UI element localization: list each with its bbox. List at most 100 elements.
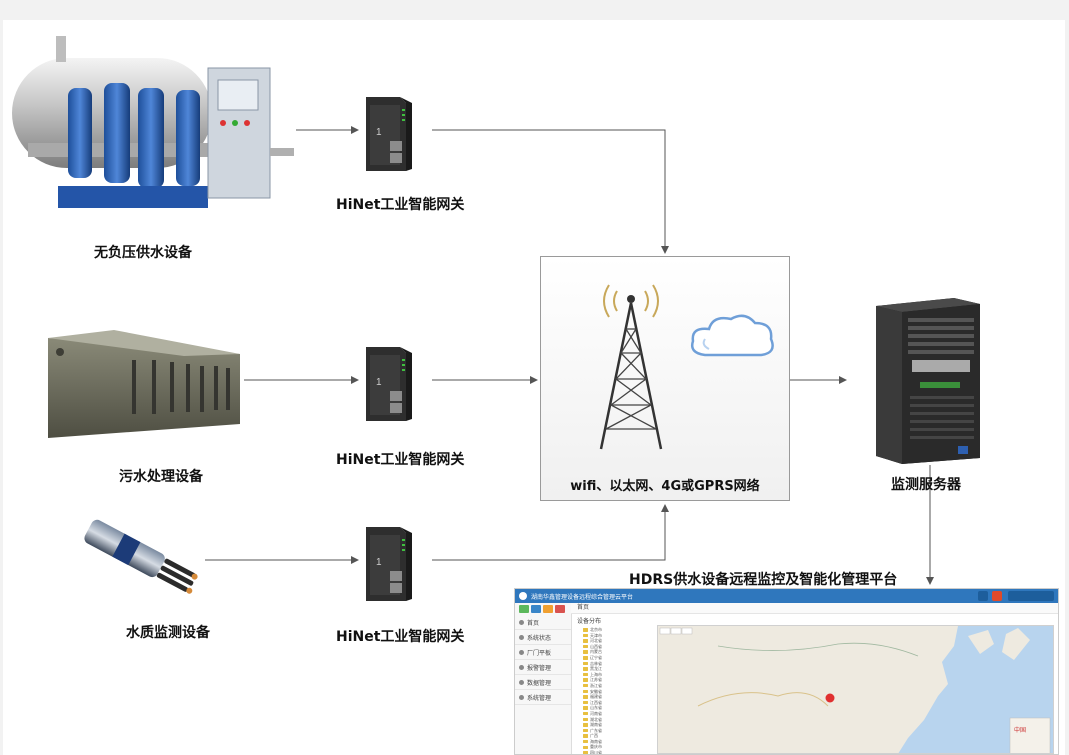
device-marker-icon[interactable]: [825, 693, 835, 703]
folder-icon: [583, 717, 588, 722]
folder-icon: [583, 633, 588, 638]
folder-icon: [583, 667, 588, 671]
folder-icon: [583, 678, 588, 682]
folder-icon: [583, 650, 588, 654]
platform-label: HDRS供水设备远程监控及智能化管理平台: [629, 572, 898, 588]
device-label-probe: 水质监测设备: [126, 625, 210, 641]
tool-blue-icon[interactable]: [531, 605, 541, 613]
gateway-label-1: HiNet工业智能网关: [336, 197, 465, 213]
folder-icon: [583, 734, 588, 738]
map-tab-map[interactable]: [659, 627, 671, 635]
sidebar-item-status[interactable]: 系统状态: [515, 630, 571, 645]
platform-titlebar: 湖南华鑫管理设备远程综合管理云平台: [515, 589, 1058, 603]
menu-dot-icon: [519, 619, 524, 625]
svg-text:1: 1: [376, 557, 382, 568]
tree-item[interactable]: 浙江省: [575, 683, 643, 689]
network-box: wifi、以太网、4G或GPRS网络: [540, 256, 790, 501]
industrial-gateway-icon: 1: [366, 527, 412, 601]
arrow-gateway3-to-network: [432, 504, 669, 561]
platform-sidebar: 首页 系统状态 厂门平板 报警管理 数据管理 系统管理: [515, 603, 572, 754]
tree-item[interactable]: 上海市: [575, 672, 643, 678]
network-label: wifi、以太网、4G或GPRS网络: [570, 479, 760, 494]
tree-item[interactable]: 安徽省: [575, 689, 643, 695]
sewage-tank-icon: [48, 330, 240, 438]
folder-icon: [583, 695, 588, 699]
tree-item[interactable]: 河北省: [575, 638, 643, 644]
folder-icon: [583, 644, 588, 649]
tree-item[interactable]: 山东省: [575, 705, 643, 711]
folder-icon: [583, 751, 588, 754]
folder-icon: [583, 661, 588, 666]
map-canvas: 中国: [658, 626, 1051, 754]
tree-item[interactable]: 黑龙江: [575, 666, 643, 672]
platform-screenshot: 湖南华鑫管理设备远程综合管理云平台 首页 系统状态 厂门平板 报警管理 数据管理…: [514, 588, 1059, 755]
sidebar-item-gate[interactable]: 厂门平板: [515, 645, 571, 660]
folder-icon: [583, 728, 588, 733]
menu-dot-icon: [519, 664, 524, 670]
map-view[interactable]: 中国: [657, 625, 1054, 754]
device-label-booster: 无负压供水设备: [94, 245, 192, 261]
svg-text:1: 1: [376, 377, 382, 388]
tree-item[interactable]: 四川省: [575, 750, 643, 754]
svg-text:1: 1: [376, 127, 382, 138]
folder-icon: [583, 739, 588, 744]
map-tab-3d[interactable]: [681, 627, 693, 635]
tool-red-icon[interactable]: [555, 605, 565, 613]
map-tab-satellite[interactable]: [670, 627, 682, 635]
menu-dot-icon: [519, 694, 524, 700]
folder-icon: [583, 628, 588, 632]
breadcrumb: 首页: [571, 603, 1058, 614]
panel-title: 设备分布: [577, 618, 602, 625]
sidebar-item-alarm[interactable]: 报警管理: [515, 660, 571, 675]
platform-title: 湖南华鑫管理设备远程综合管理云平台: [531, 593, 634, 601]
server-label: 监测服务器: [891, 477, 961, 493]
tree-item[interactable]: 山西省: [575, 644, 643, 650]
sidebar-item-system[interactable]: 系统管理: [515, 690, 571, 705]
tree-item[interactable]: 重庆市: [575, 744, 643, 750]
tree-item[interactable]: 内蒙古: [575, 649, 643, 655]
gateway-label-2: HiNet工业智能网关: [336, 452, 465, 468]
gateway-label-3: HiNet工业智能网关: [336, 629, 465, 645]
water-quality-probe-icon: [84, 519, 198, 594]
user-menu[interactable]: [1008, 591, 1054, 601]
tree-item[interactable]: 湖南省: [575, 722, 643, 728]
tree-item[interactable]: 河南省: [575, 711, 643, 717]
folder-icon: [583, 689, 588, 694]
folder-icon: [583, 723, 588, 727]
tree-item[interactable]: 海南省: [575, 739, 643, 745]
folder-icon: [583, 706, 588, 710]
cell-tower-icon: [599, 284, 663, 450]
folder-icon: [583, 711, 588, 716]
device-label-sewage: 污水处理设备: [119, 469, 203, 485]
tree-item[interactable]: 江苏省: [575, 677, 643, 683]
menu-dot-icon: [519, 634, 524, 640]
tool-orange-icon[interactable]: [543, 605, 553, 613]
folder-icon: [583, 700, 588, 705]
message-icon[interactable]: [978, 591, 988, 601]
folder-icon: [583, 683, 588, 688]
server-tower-icon: [876, 298, 980, 464]
platform-logo-icon: [519, 592, 527, 600]
minimap[interactable]: [1009, 717, 1051, 754]
sidebar-item-home[interactable]: 首页: [515, 615, 571, 630]
sidebar-item-data[interactable]: 数据管理: [515, 675, 571, 690]
tree-item[interactable]: 江西省: [575, 700, 643, 706]
industrial-gateway-icon: 1: [366, 97, 412, 171]
menu-dot-icon: [519, 649, 524, 655]
tree-item[interactable]: 广东省: [575, 728, 643, 734]
tree-item[interactable]: 福建省: [575, 694, 643, 700]
tree-item[interactable]: 广西: [575, 733, 643, 739]
folder-icon: [583, 672, 588, 677]
tree-item[interactable]: 吉林省: [575, 661, 643, 667]
region-tree: 北京市天津市河北省山西省内蒙古辽宁省吉林省黑龙江上海市江苏省浙江省安徽省福建省江…: [575, 627, 643, 754]
tool-green-icon[interactable]: [519, 605, 529, 613]
tree-item[interactable]: 北京市: [575, 627, 643, 633]
tree-item[interactable]: 天津市: [575, 633, 643, 639]
tree-item[interactable]: 辽宁省: [575, 655, 643, 661]
booster-pump-station-icon: [12, 36, 294, 208]
alert-icon[interactable]: [992, 591, 1002, 601]
tree-item[interactable]: 湖北省: [575, 717, 643, 723]
industrial-gateway-icon: 1: [366, 347, 412, 421]
folder-icon: [583, 639, 588, 643]
